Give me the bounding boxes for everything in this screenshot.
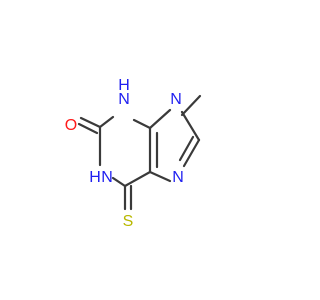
bond-n1-c6: [111, 176, 127, 188]
atom-n7: N: [172, 169, 184, 186]
bond-c2-o-double: [77, 122, 99, 135]
bond-c8-n7-double: [178, 135, 195, 162]
atom-labels: N N H O N H S N: [65, 77, 184, 230]
atom-s: S: [123, 213, 134, 230]
bond-c6-c5: [123, 170, 152, 188]
bond-n3-c2: [98, 115, 115, 129]
bond-methyl-n9: [180, 94, 202, 117]
bond-c4-n9: [148, 108, 172, 130]
atom-n3: N: [118, 91, 130, 108]
atom-h3: H: [118, 77, 130, 94]
bond-n9-c8: [180, 110, 201, 142]
atom-n9: N: [170, 91, 182, 108]
bond-n7-c5: [148, 170, 172, 183]
bonds: [77, 94, 202, 211]
atom-h1: H: [89, 169, 101, 186]
molecule-structure: N N H O N H S N: [65, 77, 202, 230]
bond-c4-n3: [132, 118, 152, 130]
atom-n1: N: [101, 169, 113, 186]
atom-o: O: [65, 117, 77, 134]
bond-c2-o: [79, 116, 102, 129]
bond-c8-n7: [182, 138, 201, 168]
